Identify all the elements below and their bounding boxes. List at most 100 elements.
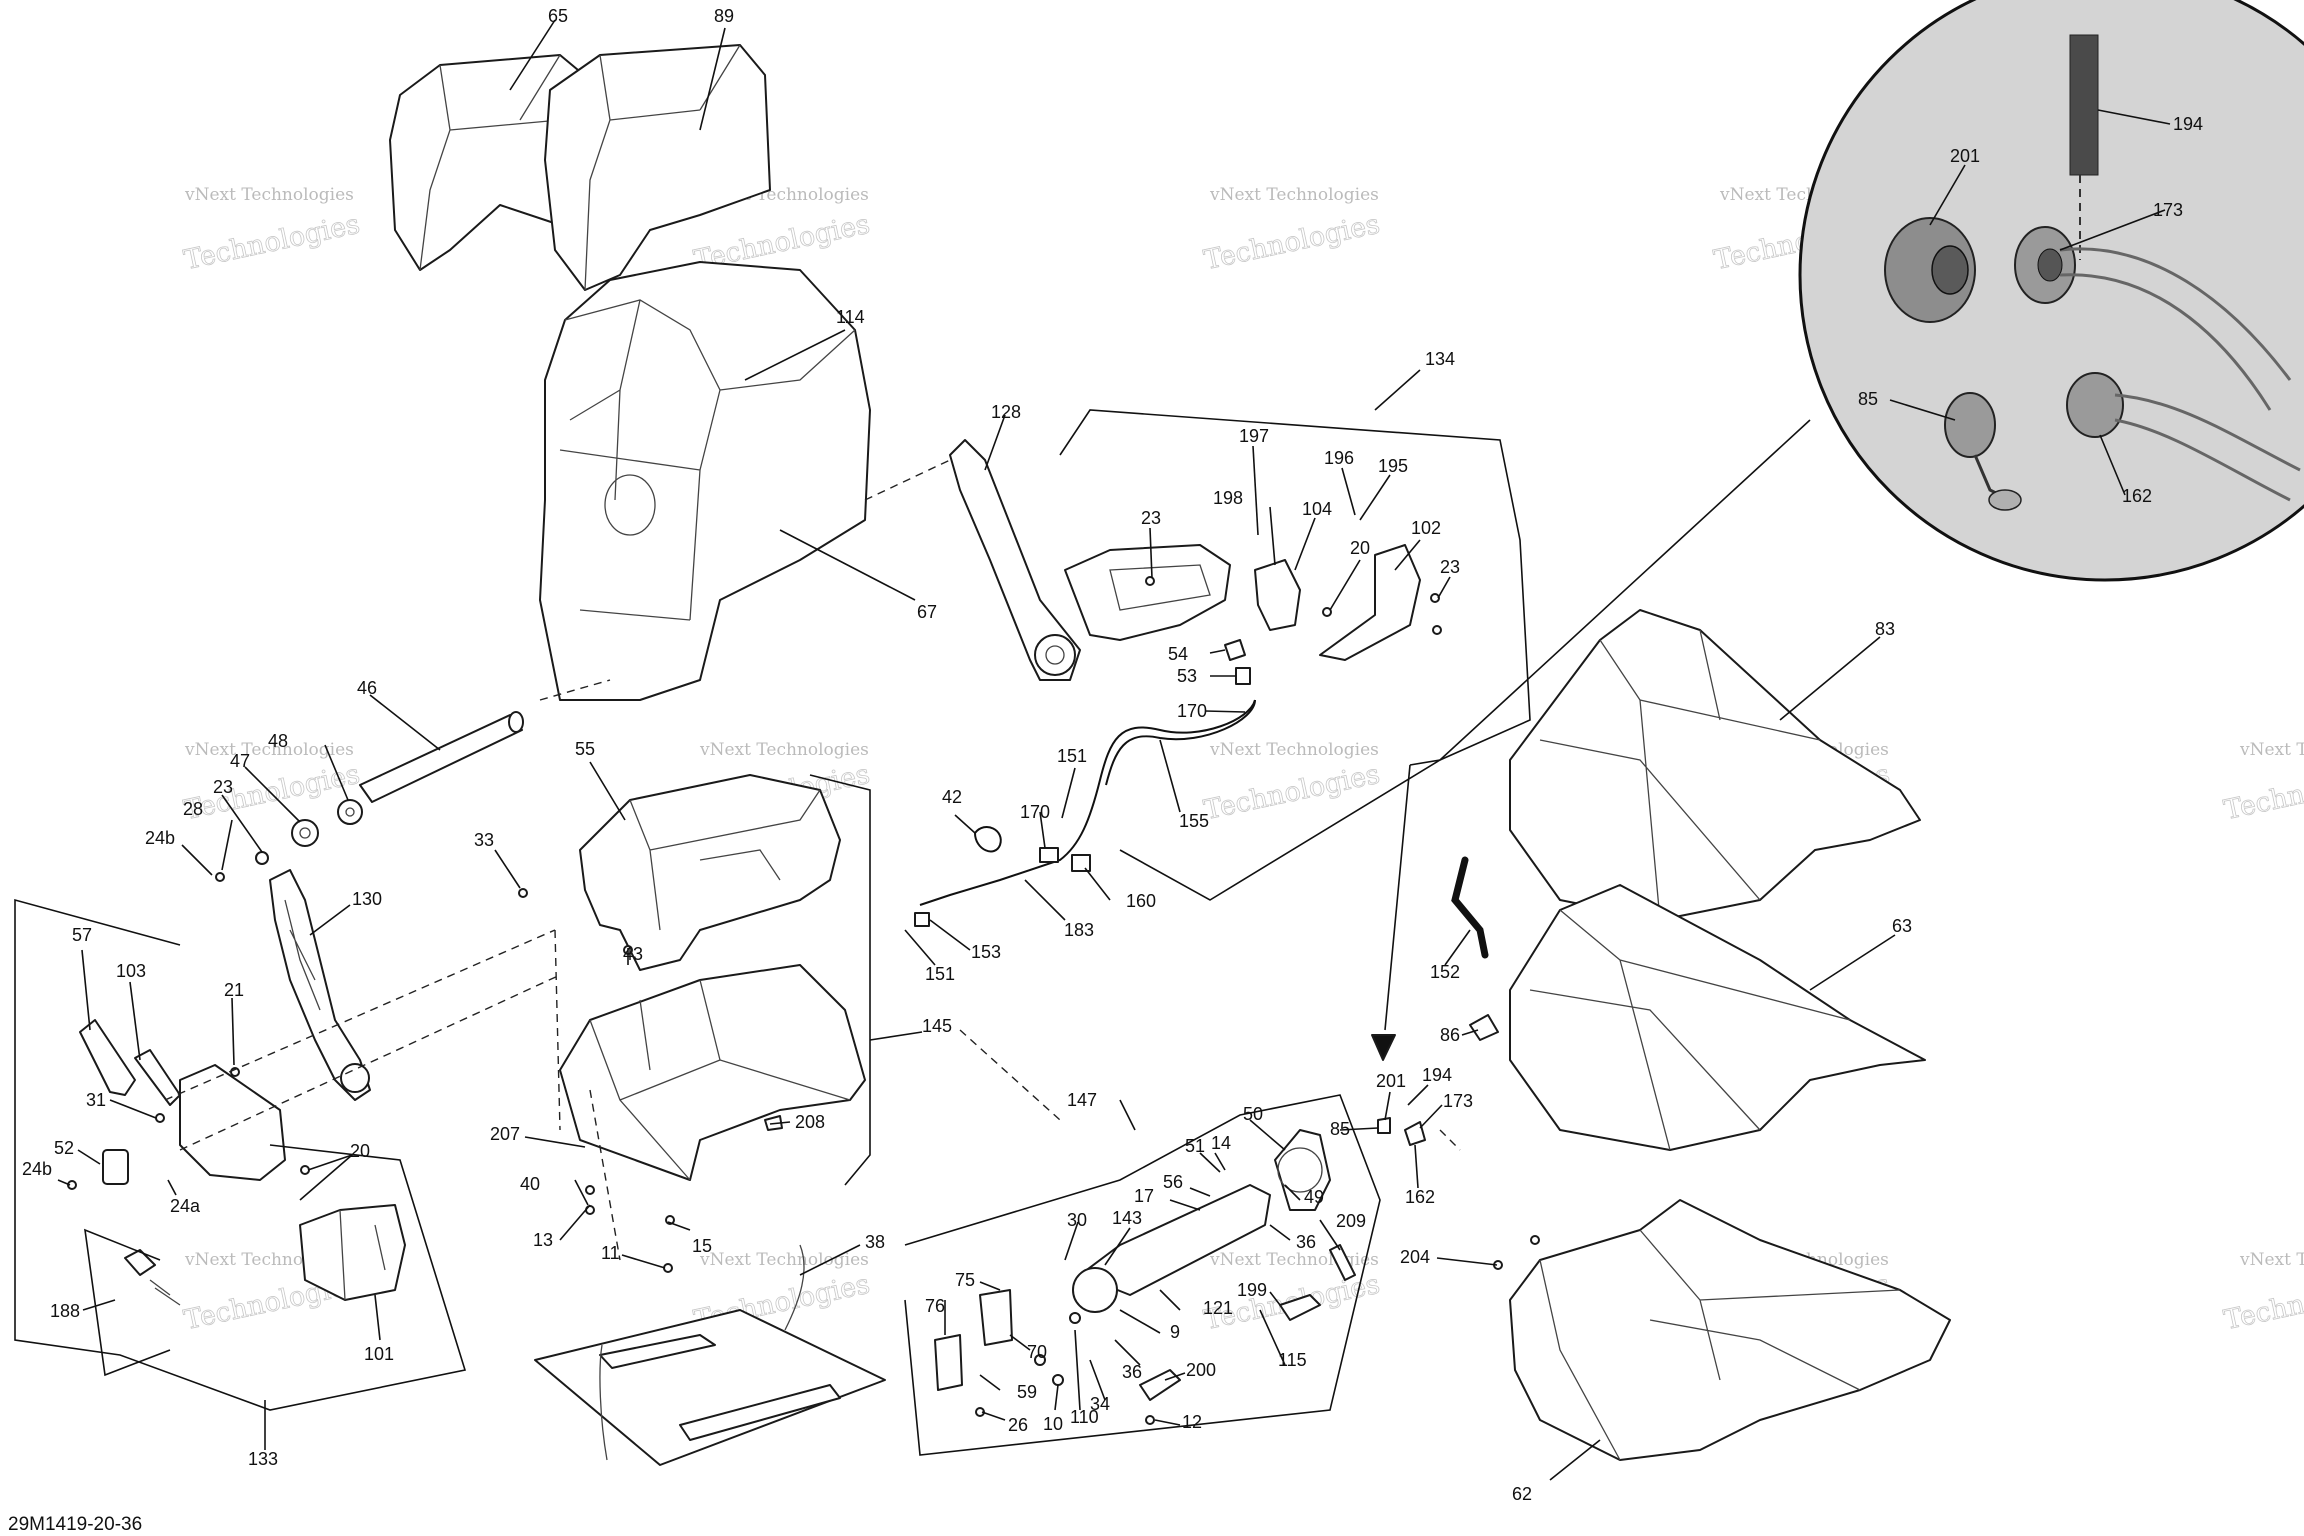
pad-38	[534, 1309, 886, 1466]
figure-code: 29M1419-20-36	[8, 1514, 142, 1535]
backrest-cover-89	[544, 44, 771, 291]
callout-102: 102	[1411, 518, 1441, 538]
callout-inset-85: 85	[1858, 389, 1878, 409]
watermark-small: vNext Technologies	[2239, 740, 2304, 760]
callout-85: 85	[1330, 1119, 1350, 1139]
bracket-102	[1319, 544, 1421, 661]
callout-24b: 24b	[145, 828, 175, 848]
seat-cover-83	[1509, 609, 1921, 921]
callout-10: 10	[1043, 1414, 1063, 1434]
plate-70	[979, 1289, 1013, 1346]
callout-59: 59	[1017, 1382, 1037, 1402]
bracket-body	[179, 1064, 286, 1181]
callout-63: 63	[1892, 916, 1912, 936]
callout-147: 147	[1067, 1090, 1097, 1110]
strap-42	[973, 826, 1002, 853]
callout-75: 75	[955, 1270, 975, 1290]
handle-199	[1279, 1294, 1321, 1321]
bracket-209	[1329, 1244, 1356, 1281]
detail-inset	[1798, 0, 2304, 582]
callout-53: 53	[1177, 666, 1197, 686]
module-104	[1254, 559, 1301, 631]
callout-128: 128	[991, 402, 1021, 422]
callout-204: 204	[1400, 1247, 1430, 1267]
watermark-small: vNext Technologies	[2239, 1250, 2304, 1270]
connector-170	[1039, 847, 1059, 863]
connector-160	[1071, 854, 1091, 872]
callout-188: 188	[50, 1301, 80, 1321]
callout-153: 153	[971, 942, 1001, 962]
switch-53	[1235, 667, 1251, 685]
group-134	[1059, 409, 1531, 901]
callout-207: 207	[490, 1124, 520, 1144]
grip-57	[79, 1019, 136, 1096]
group-188	[84, 1228, 171, 1377]
mechanism-115	[1079, 1184, 1271, 1296]
clip-86	[1469, 1014, 1499, 1041]
callout-173: 173	[1443, 1091, 1473, 1111]
callout-28: 28	[183, 799, 203, 819]
callout-15: 15	[692, 1236, 712, 1256]
callout-201: 201	[1376, 1071, 1406, 1091]
callout-160: 160	[1126, 891, 1156, 911]
callout-12: 12	[1182, 1412, 1202, 1432]
callout-24a: 24a	[170, 1196, 201, 1216]
callout-151: 151	[1057, 746, 1087, 766]
callout-121: 121	[1203, 1298, 1233, 1318]
watermark-small: vNext Technologies	[1209, 1250, 1379, 1270]
spacer-47	[291, 819, 319, 847]
callout-198: 198	[1213, 488, 1243, 508]
callout-115: 115	[1278, 1350, 1307, 1370]
watermark-small: vNext Technologies	[1209, 740, 1379, 760]
disc-143	[1072, 1267, 1118, 1313]
callout-46: 46	[357, 678, 377, 698]
leader-lines	[57, 19, 2171, 1481]
callout-47: 47	[230, 751, 250, 771]
callout-83: 83	[1875, 619, 1895, 639]
callout-143: 143	[1112, 1208, 1142, 1228]
watermark-big: Technologies	[1201, 759, 1382, 826]
callout-30: 30	[1067, 1210, 1087, 1230]
callout-110: 110	[1070, 1407, 1099, 1427]
callout-34: 34	[1090, 1394, 1110, 1414]
watermark-big: Technologies	[2221, 1269, 2304, 1336]
watermark-big: Technologies	[2221, 759, 2304, 826]
arrow-marker	[1371, 1034, 1396, 1061]
callout-20: 20	[350, 1141, 370, 1161]
callout-23-mid: 23	[1141, 508, 1161, 528]
callout-48: 48	[268, 731, 288, 751]
tube-46	[359, 714, 523, 803]
callout-209: 209	[1336, 1211, 1366, 1231]
seat-base-62	[1509, 1199, 1951, 1461]
base-55	[579, 774, 841, 971]
bracket-152	[1451, 856, 1489, 959]
group-133	[14, 898, 467, 1411]
callout-23: 23	[213, 777, 233, 797]
callout-194: 194	[1422, 1065, 1452, 1085]
callout-inset-194: 194	[2173, 114, 2203, 134]
callout-52: 52	[54, 1138, 74, 1158]
frame-145	[559, 964, 866, 1181]
callout-57: 57	[72, 925, 92, 945]
callout-56: 56	[1163, 1172, 1183, 1192]
harness-155	[919, 699, 1256, 906]
callout-49: 49	[1304, 1187, 1324, 1207]
callout-17: 17	[1134, 1186, 1154, 1206]
callout-134: 134	[1425, 349, 1455, 369]
callout-51: 51	[1185, 1136, 1205, 1156]
callout-103: 103	[116, 961, 146, 981]
callout-145: 145	[922, 1016, 952, 1036]
callout-24b-lower: 24b	[22, 1159, 52, 1179]
callout-133: 133	[248, 1449, 278, 1469]
callout-36: 36	[1296, 1232, 1316, 1252]
callout-42: 42	[942, 787, 962, 807]
callout-65: 65	[548, 6, 568, 26]
callout-67: 67	[917, 602, 937, 622]
callout-196: 196	[1324, 448, 1354, 468]
callout-50: 50	[1243, 1104, 1263, 1124]
callout-62: 62	[1512, 1484, 1532, 1504]
callout-200: 200	[1186, 1360, 1216, 1380]
seat-63	[1509, 884, 1926, 1151]
group-145	[809, 774, 871, 1186]
callout-36-lower: 36	[1122, 1362, 1142, 1382]
